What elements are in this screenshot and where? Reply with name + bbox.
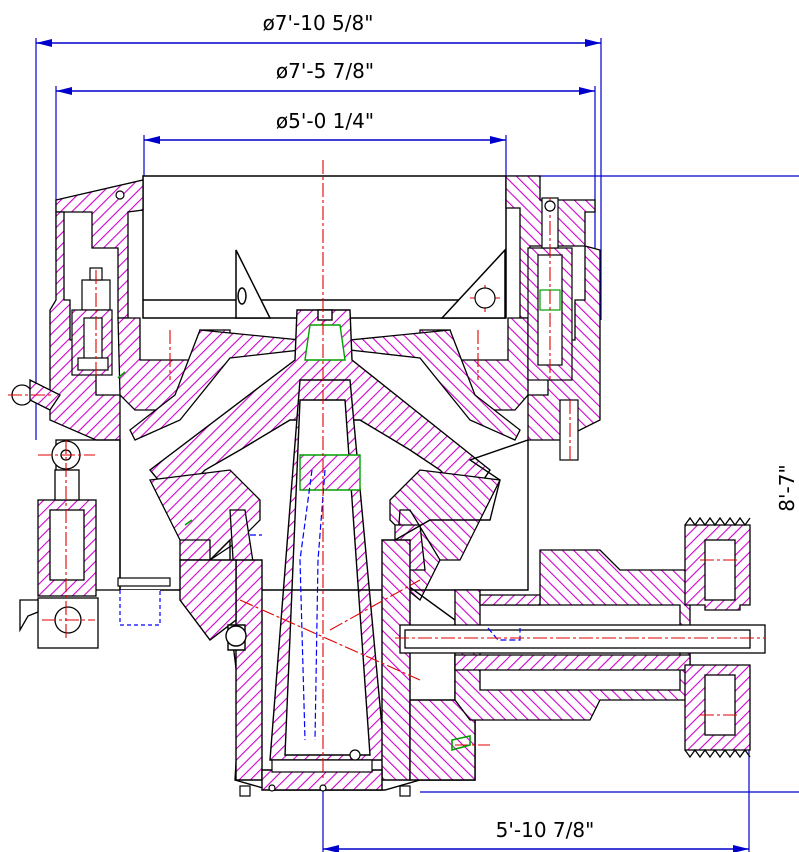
dimension-mantle-diameter: ø7'-5 7/8" [55,59,596,260]
countershaft-housing [399,549,766,721]
shaft-offset-label: 5'-10 7/8" [496,818,595,842]
overall-diameter-label: ø7'-10 5/8" [263,11,374,35]
overall-height-label: 8'-7" [775,464,799,511]
mantle-diameter-label: ø7'-5 7/8" [276,59,374,83]
main-shaft [269,379,386,761]
drive-sheave [684,516,751,759]
feed-hopper [142,175,507,319]
tramp-release-cylinder-left [11,378,121,649]
seals [117,371,471,752]
clamp-cylinder-left [71,267,113,376]
feed-opening-diameter-label: ø5'-0 1/4" [276,109,374,133]
lower-frame [119,439,529,791]
bolt-heads [115,190,556,792]
foundation-bolts [117,577,411,797]
dimension-feed-opening-diameter: ø5'-0 1/4" [143,109,507,176]
dimension-overall-height: 8'-7" [420,175,799,793]
dimension-overall-diameter: ø7'-10 5/8" [35,11,602,440]
center-lines [8,160,765,780]
